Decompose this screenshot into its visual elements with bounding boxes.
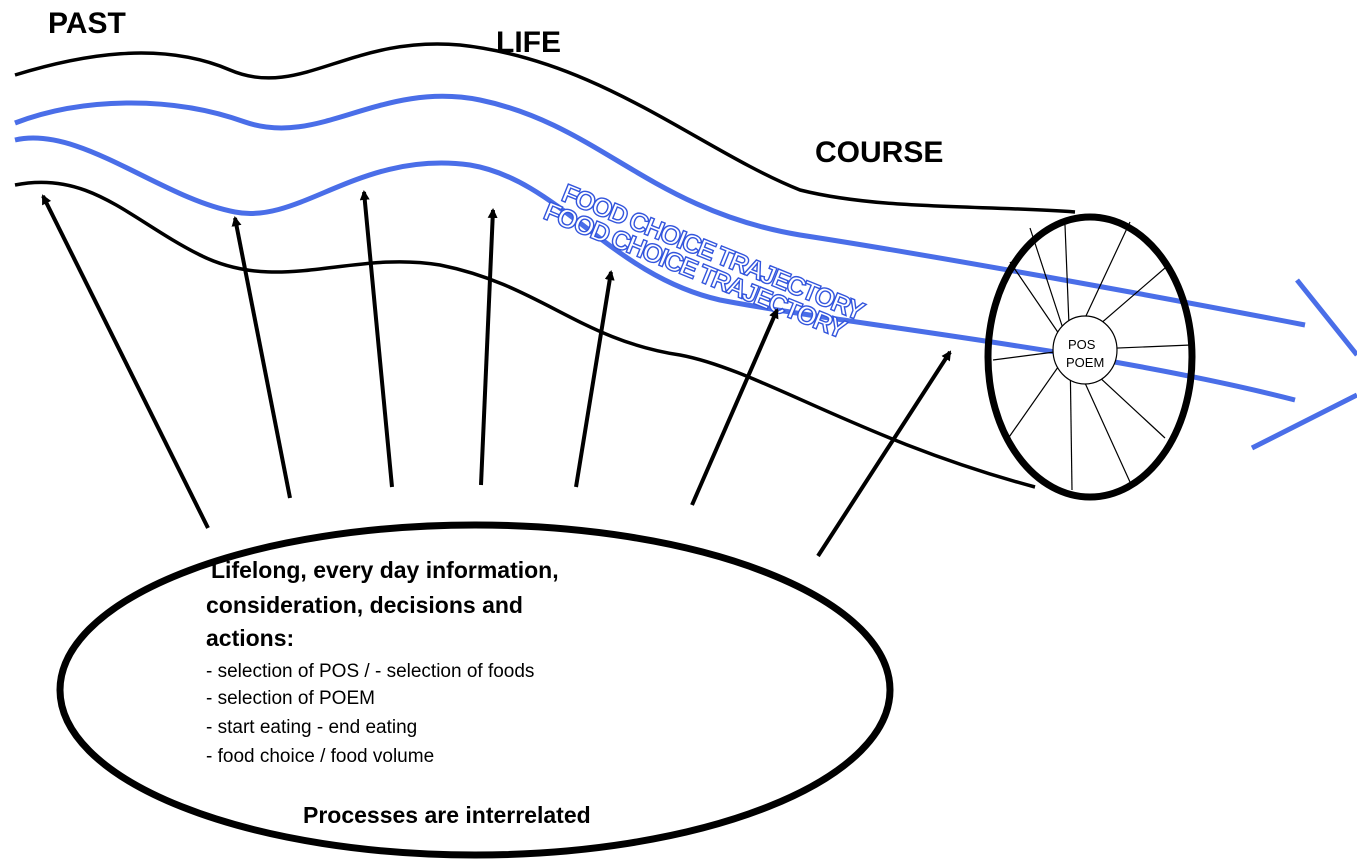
- trajectory-line-upper: [14, 93, 1306, 328]
- ellipse-item-2: - selection of POEM: [206, 688, 375, 709]
- tube-end-wheel: POS POEM: [984, 213, 1196, 501]
- tube-top-line: [14, 42, 1076, 214]
- trajectory-label-bottom: FOOD CHOICE TRAJECTORY: [540, 196, 851, 345]
- arrow-4: [479, 208, 498, 486]
- arrow-6: [690, 308, 779, 506]
- arrow-3: [359, 190, 394, 488]
- label-course: COURSE: [815, 136, 943, 169]
- arrow-1: [41, 194, 210, 529]
- ellipse-heading-line2: consideration, decisions and: [206, 592, 523, 618]
- arrow-5: [574, 270, 615, 488]
- ellipse-footer: Processes are interrelated: [303, 802, 591, 828]
- trajectory-arrowhead: [1250, 278, 1357, 451]
- influence-arrows: [41, 190, 952, 558]
- wheel-label-pos: POS: [1068, 337, 1096, 352]
- ellipse-item-4: - food choice / food volume: [206, 746, 434, 767]
- label-past: PAST: [48, 7, 126, 40]
- ellipse-item-3: - start eating - end eating: [206, 717, 417, 738]
- wheel-label-poem: POEM: [1066, 355, 1104, 370]
- trajectory-line-lower: [14, 135, 1296, 403]
- ellipse-heading-line1: Lifelong, every day information,: [211, 557, 559, 583]
- arrow-7: [816, 350, 952, 558]
- arrow-2: [231, 216, 292, 499]
- activity-ellipse: [56, 521, 894, 859]
- ellipse-heading-line3: actions:: [206, 625, 294, 651]
- ellipse-item-1: - selection of POS / - selection of food…: [206, 661, 534, 682]
- tube-bottom-line: [14, 180, 1036, 489]
